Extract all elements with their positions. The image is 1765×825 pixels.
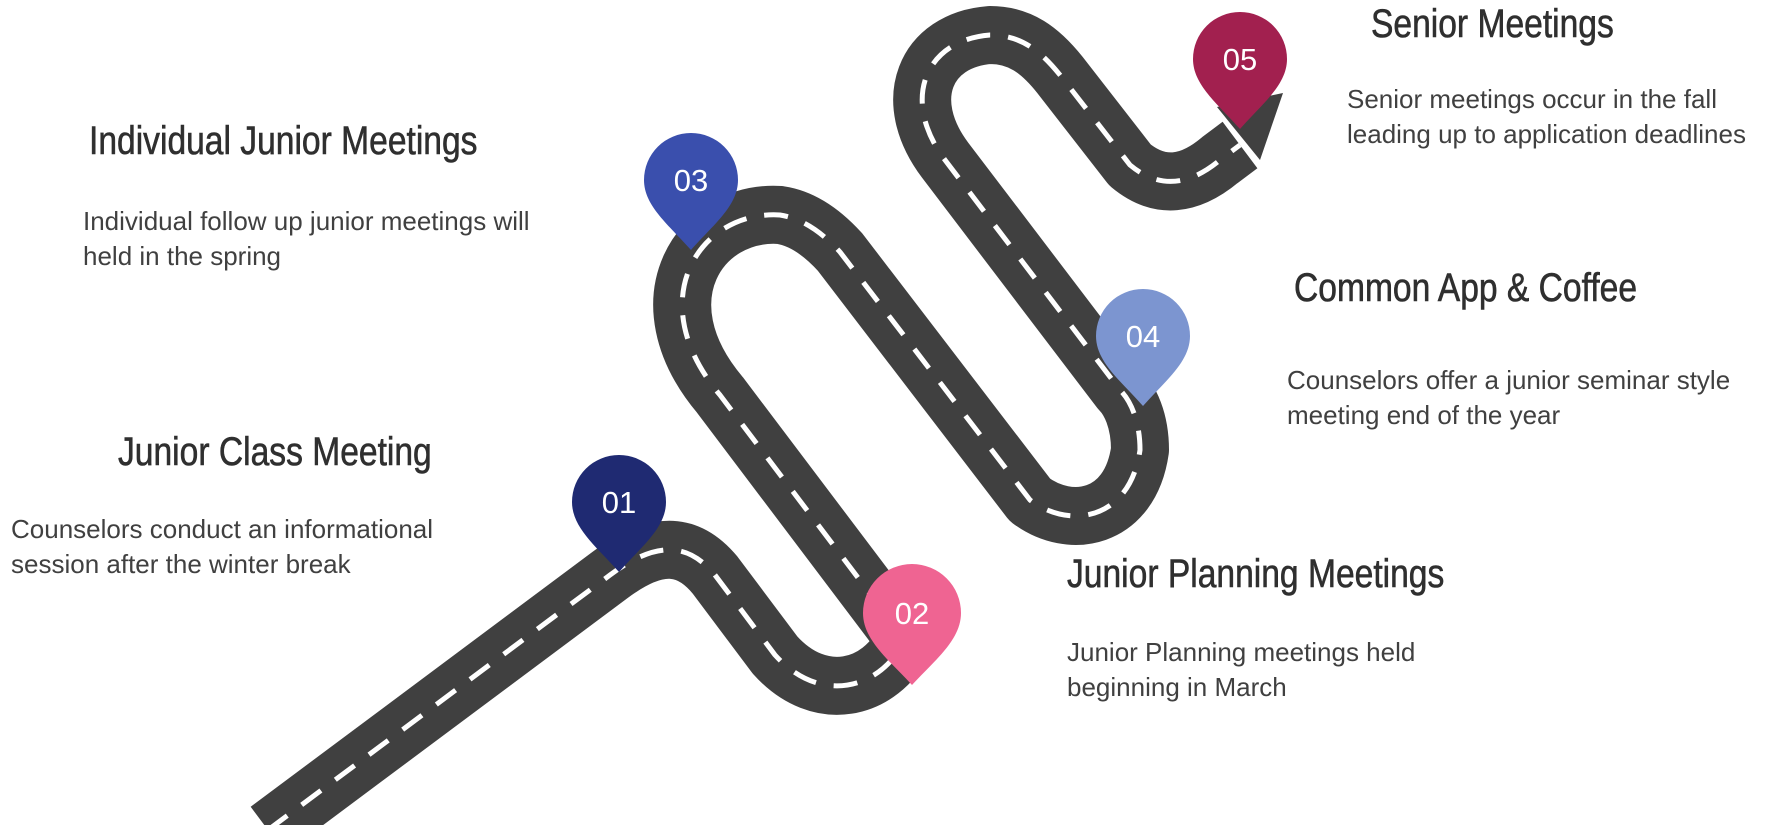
step-03-title: Individual Junior Meetings bbox=[89, 119, 478, 164]
step-05-description: Senior meetings occur in the fall leadin… bbox=[1347, 84, 1746, 149]
pin-01-marker bbox=[572, 454, 666, 572]
step-05-title: Senior Meetings bbox=[1371, 2, 1614, 47]
pin-02: 02 bbox=[863, 564, 961, 685]
pin-05-number: 05 bbox=[1223, 42, 1257, 77]
step-03-description: Individual follow up junior meetings wil… bbox=[83, 206, 530, 271]
pin-03: 03 bbox=[644, 132, 738, 250]
pin-02-marker bbox=[863, 564, 961, 685]
step-04-title: Common App & Coffee bbox=[1294, 266, 1638, 311]
pin-02-number: 02 bbox=[895, 596, 929, 631]
pin-03-number: 03 bbox=[674, 163, 708, 198]
step-04-description: Counselors offer a junior seminar style … bbox=[1287, 365, 1731, 430]
pin-04-number: 04 bbox=[1126, 319, 1160, 354]
step-01-title: Junior Class Meeting bbox=[118, 430, 432, 475]
pin-01: 01 bbox=[572, 454, 666, 572]
lane-marking bbox=[270, 32, 1242, 825]
pin-05-marker bbox=[1193, 11, 1287, 129]
pin-04-marker bbox=[1096, 288, 1190, 406]
step-01-description: Counselors conduct an informational sess… bbox=[11, 514, 434, 579]
step-02-description: Junior Planning meetings held beginning … bbox=[1067, 637, 1416, 702]
pin-05: 05 bbox=[1193, 11, 1287, 129]
pin-03-marker bbox=[644, 132, 738, 250]
pin-01-number: 01 bbox=[602, 485, 636, 520]
step-02-title: Junior Planning Meetings bbox=[1067, 552, 1445, 597]
pin-04: 04 bbox=[1096, 288, 1190, 406]
